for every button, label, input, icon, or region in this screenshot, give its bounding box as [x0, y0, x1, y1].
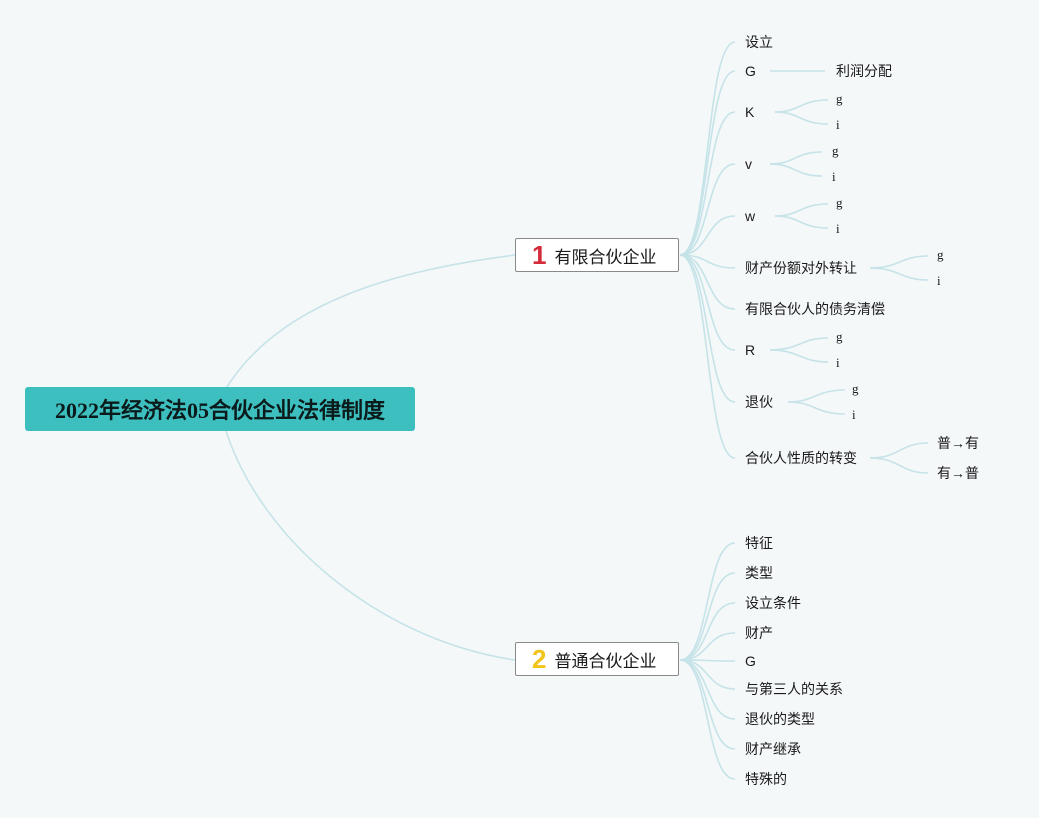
subtopic-leaf[interactable]: g	[937, 247, 944, 262]
subtopic-node[interactable]: 有限合伙人的债务清偿	[745, 301, 885, 317]
subtopic-leaf[interactable]: 利润分配	[836, 63, 892, 79]
subtopic-leaf[interactable]: 普→有	[937, 435, 979, 451]
connector-root-t1	[224, 254, 516, 391]
subtopic-leaf[interactable]: i	[836, 355, 840, 370]
subtopic-node[interactable]: 财产份额对外转让	[745, 260, 857, 276]
subtopic-node[interactable]: G	[745, 653, 756, 669]
subtopic-leaf[interactable]: g	[832, 143, 839, 158]
subtopic-node[interactable]: R	[745, 342, 756, 358]
subtopic-leaf[interactable]: g	[836, 91, 843, 106]
connector-root-t2	[224, 427, 516, 661]
connectors-t1	[679, 41, 736, 459]
subtopic-leaf[interactable]: 有→普	[937, 465, 979, 481]
subtopic-leaf[interactable]: i	[836, 117, 840, 132]
subtopic-node[interactable]: 退伙的类型	[745, 711, 815, 727]
subtopic-node[interactable]: 类型	[745, 565, 773, 581]
subtopic-leaf[interactable]: g	[836, 195, 843, 210]
subtopic-leaf[interactable]: i	[852, 407, 856, 422]
topic-general-partnership[interactable]: 2 普通合伙企业	[515, 642, 679, 676]
subtopic-leaf[interactable]: g	[852, 381, 859, 396]
topic-limited-partnership[interactable]: 1 有限合伙企业	[515, 238, 679, 272]
subtopic-node[interactable]: w	[745, 208, 756, 224]
subtopic-node[interactable]: 与第三人的关系	[745, 681, 843, 697]
topic-label: 有限合伙企业	[554, 247, 657, 267]
subtopic-node[interactable]: 财产	[745, 625, 773, 641]
subtopic-node[interactable]: v	[745, 156, 752, 172]
subtopic-leaf[interactable]: g	[836, 329, 843, 344]
subtopic-node[interactable]: 合伙人性质的转变	[745, 450, 857, 466]
subtopic-leaf[interactable]: i	[937, 273, 941, 288]
subtopic-node[interactable]: 退伙	[745, 394, 773, 410]
subtopic-node[interactable]: K	[745, 104, 755, 120]
subtopic-node[interactable]: 特殊的	[745, 771, 787, 787]
root-topic[interactable]: 2022年经济法05合伙企业法律制度	[25, 387, 415, 431]
subtopic-node[interactable]: G	[745, 63, 756, 79]
topic-label: 普通合伙企业	[554, 651, 657, 671]
subtopic-node[interactable]: 特征	[745, 535, 773, 551]
subtopic-node[interactable]: 财产继承	[745, 741, 801, 757]
number-two-icon: 2	[532, 644, 547, 674]
subtopic-node[interactable]: 设立条件	[745, 595, 801, 611]
number-one-icon: 1	[532, 240, 547, 270]
subtopic-leaf[interactable]: i	[832, 169, 836, 184]
connectors-t2	[679, 542, 736, 780]
subtopic-leaf[interactable]: i	[836, 221, 840, 236]
subtopic-node[interactable]: 设立	[745, 34, 773, 50]
